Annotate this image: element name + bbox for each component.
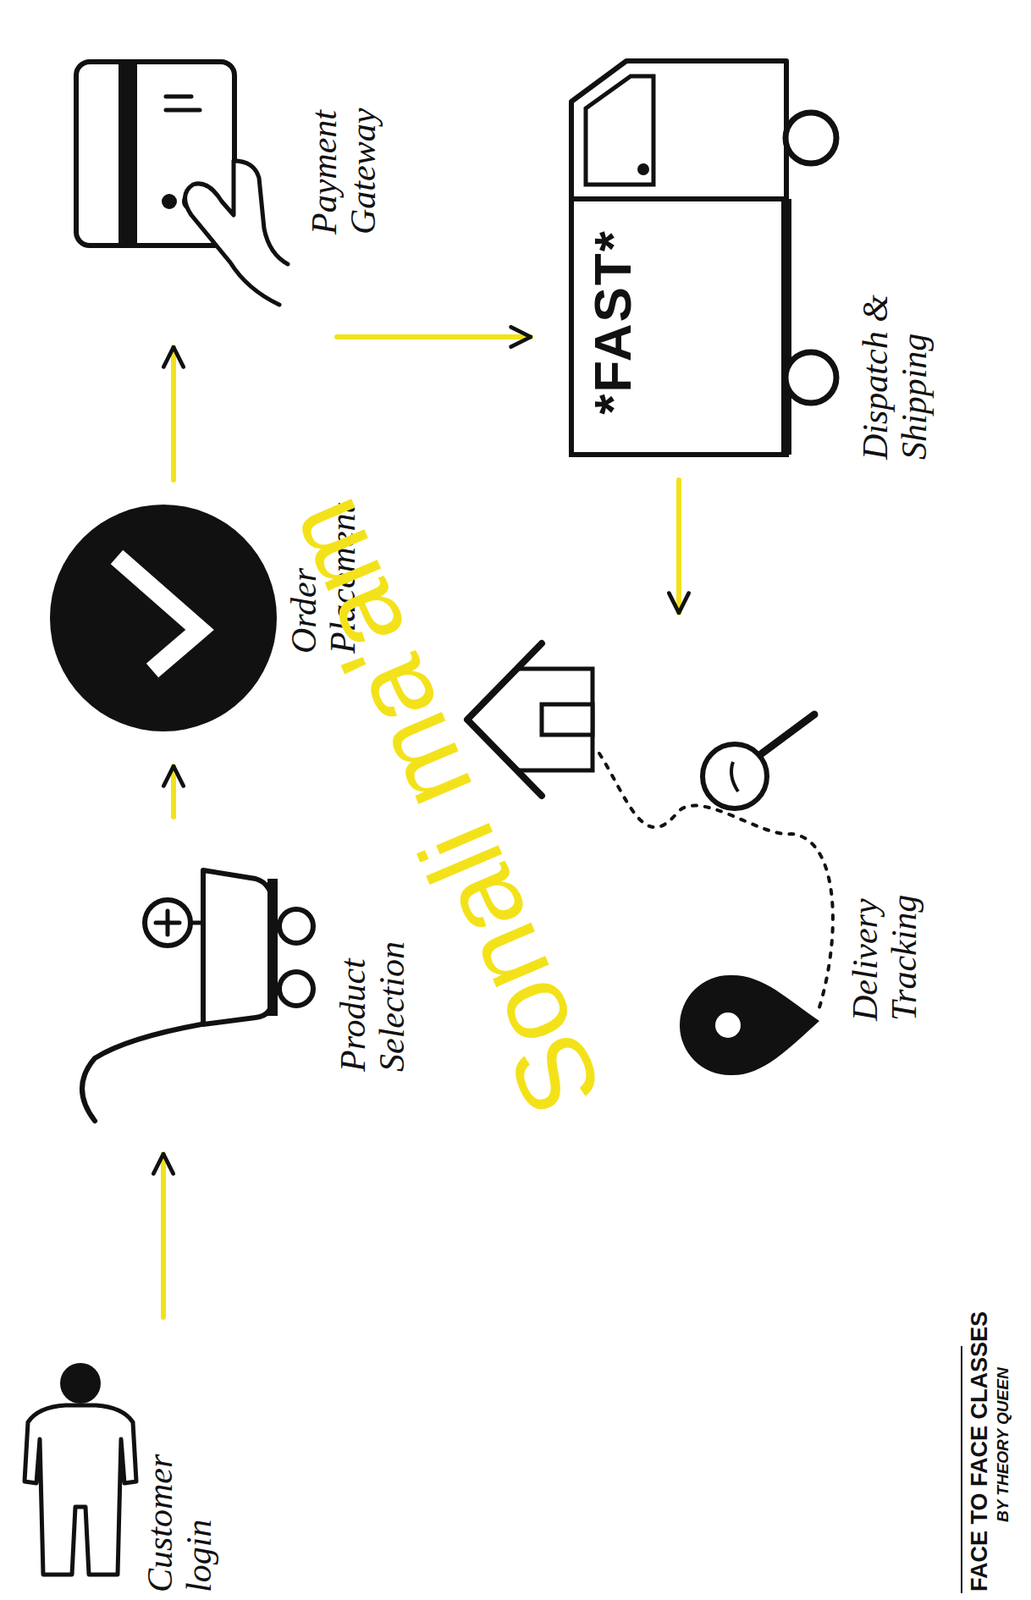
flow-arrow	[170, 766, 177, 817]
house-door	[541, 704, 593, 735]
hand	[184, 160, 288, 305]
cart-handle	[82, 1024, 202, 1121]
footer-rule	[960, 1345, 963, 1594]
process-step: Payment Gateway	[60, 60, 280, 348]
brand-title: FACE TO FACE CLASSES	[966, 1235, 993, 1592]
step-label: Payment Gateway	[304, 65, 383, 235]
card-stripe	[118, 61, 138, 246]
card-marks	[165, 96, 200, 111]
plus-sign	[155, 910, 180, 935]
map-pin-hole	[715, 1012, 741, 1038]
truck-cab	[571, 60, 787, 199]
check-mark	[116, 556, 200, 671]
flow-arrow	[160, 1153, 166, 1318]
plus-circle	[144, 899, 191, 946]
actor-step: Customer login	[0, 1345, 178, 1583]
cart-base	[267, 878, 278, 1016]
process-step: *FAST*Dispatch & Shipping	[540, 50, 848, 460]
step-label: Delivery Tracking	[845, 834, 924, 1021]
step-label: Product Selection	[333, 902, 412, 1072]
flow-arrow	[676, 479, 682, 613]
person-head	[60, 1362, 101, 1404]
cart-wheel	[279, 909, 314, 943]
card-chip	[161, 193, 177, 210]
truck-body	[571, 198, 787, 455]
person-icon	[24, 1362, 137, 1575]
cart-basket	[203, 870, 273, 1025]
card-icon	[76, 61, 288, 305]
check-disc	[49, 504, 277, 732]
watermark: Sonali ma'am	[280, 538, 627, 1133]
flow-arrow	[170, 347, 177, 480]
map-pin	[679, 975, 820, 1076]
step-label: Dispatch & Shipping	[855, 205, 934, 460]
brand-byline: BY THEORY QUEEN	[993, 1268, 1013, 1522]
truck-mirror	[637, 163, 650, 176]
truck-wheel	[785, 352, 837, 403]
house-walls	[518, 668, 593, 771]
cart-plus-stem	[191, 920, 204, 926]
process-step: Product Selection	[60, 866, 315, 1062]
truck-icon	[571, 60, 837, 455]
flow-arrow	[336, 334, 531, 340]
step-label: Customer login	[140, 1422, 219, 1593]
truck-lettering: *FAST*	[583, 215, 643, 430]
cart-wheel	[279, 971, 314, 1006]
truck-wheel	[785, 112, 837, 164]
cart-icon	[82, 870, 314, 1121]
check-icon	[49, 504, 277, 732]
magnifier-lens	[702, 744, 767, 809]
person-body	[24, 1405, 137, 1575]
truck-window	[585, 76, 654, 185]
truck-floor	[781, 198, 792, 455]
process-step: Order Placement	[50, 500, 276, 735]
magnifier-glint	[731, 761, 739, 792]
magnifier-handle	[761, 714, 815, 754]
